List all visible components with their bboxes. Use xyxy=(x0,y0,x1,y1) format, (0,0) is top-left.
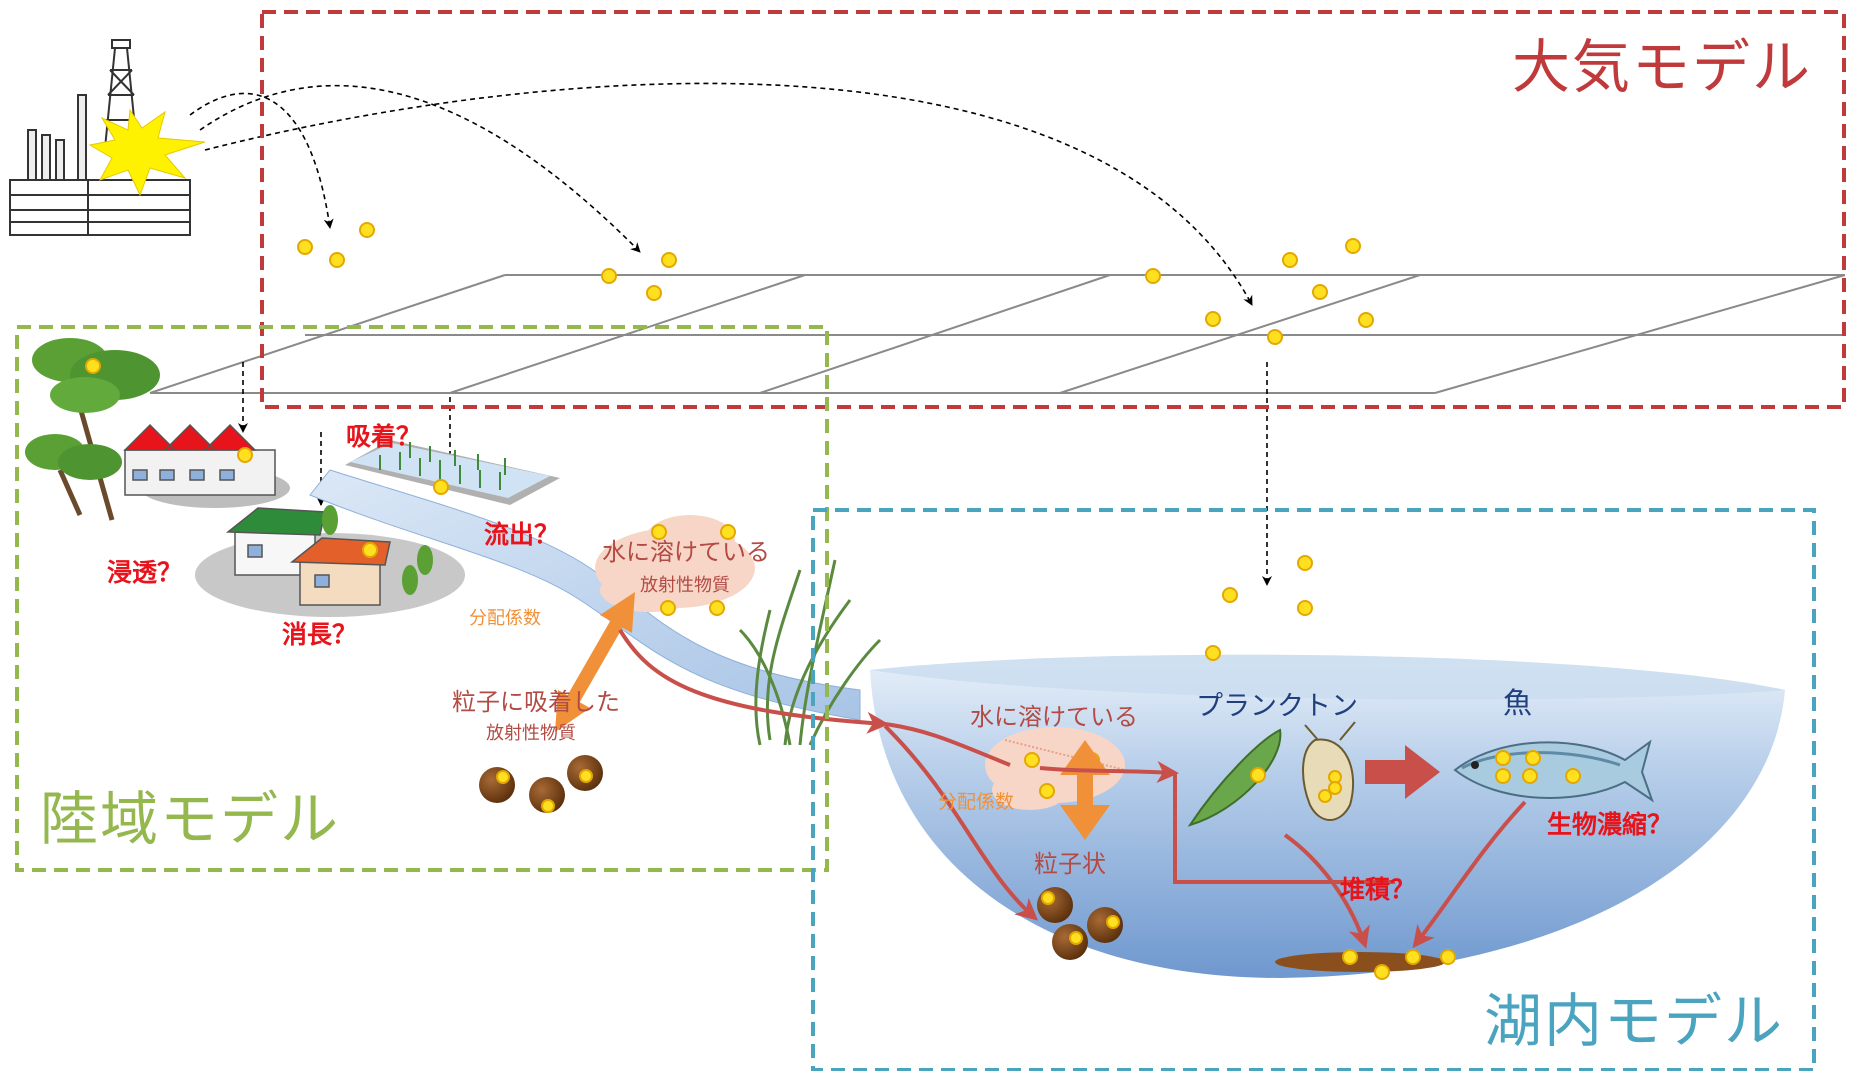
outflow-label: 流出？ xyxy=(484,520,560,549)
adsorption-label: 吸着？ xyxy=(346,422,422,451)
land-model-title: 陸域モデル xyxy=(40,785,341,853)
infiltration-label: 浸透？ xyxy=(107,558,183,587)
dissolved-sub-label-land: 放射性物質 xyxy=(640,575,730,596)
plankton-to-fish-arrow xyxy=(1365,745,1440,799)
lake-model-box xyxy=(811,508,1816,1071)
plankton-icon xyxy=(1187,721,1356,827)
partition-label-land: 分配係数 xyxy=(469,608,541,629)
particle-balls-land xyxy=(479,755,603,813)
sedimentation-label: 堆積？ xyxy=(1340,875,1416,904)
particle-bound-sub-label: 放射性物質 xyxy=(486,723,576,744)
flow-arrows xyxy=(618,628,1527,949)
houses-icon xyxy=(225,505,433,606)
factory-icon xyxy=(123,423,276,496)
atmospheric-particles xyxy=(297,222,1374,345)
particle-balls-lake xyxy=(1037,887,1123,960)
power-plant-icon xyxy=(9,39,191,236)
particle-bound-label: 粒子に吸着した xyxy=(452,688,620,716)
bioconcentration-label: 生物濃縮？ xyxy=(1547,810,1673,839)
reeds-icon xyxy=(738,559,882,746)
explosion-icon xyxy=(88,108,206,197)
particulate-label: 粒子状 xyxy=(1034,850,1106,878)
atmosphere-grid xyxy=(149,274,1846,394)
fish-icon xyxy=(1453,739,1654,803)
partition-arrow-land xyxy=(555,592,635,732)
trees-icon xyxy=(25,338,160,521)
decay-label: 消長？ xyxy=(282,620,358,649)
land-model-box xyxy=(15,325,829,872)
deposition-arrows xyxy=(189,82,1272,586)
fish-label: 魚 xyxy=(1503,686,1533,720)
plankton-label: プランクトン xyxy=(1196,691,1358,722)
partition-arrow-lake xyxy=(1060,740,1110,840)
lake-model-title: 湖内モデル xyxy=(1484,987,1785,1055)
dissolved-label-lake: 水に溶けている xyxy=(970,703,1138,731)
lake-surface-particles xyxy=(1205,555,1313,661)
river xyxy=(309,469,861,721)
rice-paddy-icon xyxy=(345,440,560,505)
dissolved-label-land: 水に溶けている xyxy=(602,538,770,566)
atmosphere-model-title: 大気モデル xyxy=(1512,33,1813,101)
land-scene xyxy=(25,338,882,746)
partition-label-lake: 分配係数 xyxy=(938,791,1015,813)
dissolved-cloud-land xyxy=(595,515,755,616)
